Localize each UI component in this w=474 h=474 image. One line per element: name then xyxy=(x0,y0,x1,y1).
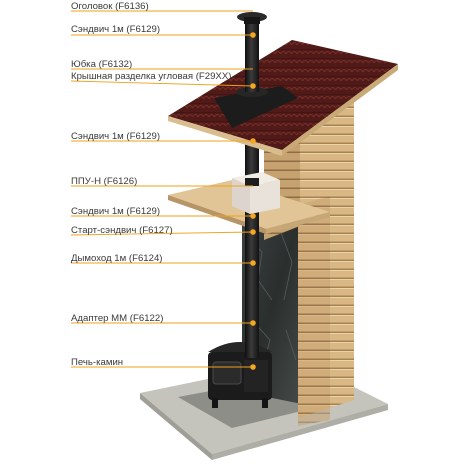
label-sandwich-low: Сэндвич 1м (F6129) xyxy=(71,206,161,217)
label-flue: Дымоход 1м (F6124) xyxy=(71,253,163,264)
marker-sandwich-mid xyxy=(250,138,256,144)
marker-adapter xyxy=(250,320,256,326)
marker-roof-cut xyxy=(250,83,256,89)
marker-sandwich-low xyxy=(250,213,256,219)
marker-stove xyxy=(250,364,256,370)
label-roof-cut: Крышная разделка угловая (F29XX) xyxy=(71,71,232,82)
stove xyxy=(208,342,272,408)
label-cap: Оголовок (F6136) xyxy=(71,1,149,12)
label-skirt: Юбка (F6132) xyxy=(71,59,133,70)
label-stove: Печь-камин xyxy=(71,357,124,368)
callout-markers xyxy=(250,32,256,370)
leader-line-start-sandwich xyxy=(70,231,254,236)
marker-sandwich-top xyxy=(250,32,256,38)
roof-flashing xyxy=(214,22,298,128)
label-adapter: Адаптер ММ (F6122) xyxy=(71,313,164,324)
marker-start-sandwich xyxy=(250,229,256,235)
leader-line-roof-cut xyxy=(70,80,254,87)
label-sandwich-top: Сэндвич 1м (F6129) xyxy=(71,24,161,35)
chimney-cap xyxy=(237,12,267,24)
label-sandwich-mid: Сэндвич 1м (F6129) xyxy=(71,131,161,142)
leader-lines xyxy=(70,10,254,368)
ppu-box xyxy=(232,172,280,214)
label-start-sandwich: Старт-сэндвич (F6127) xyxy=(71,225,173,236)
label-ppu: ППУ-Н (F6126) xyxy=(71,176,138,187)
marker-flue xyxy=(250,260,256,266)
